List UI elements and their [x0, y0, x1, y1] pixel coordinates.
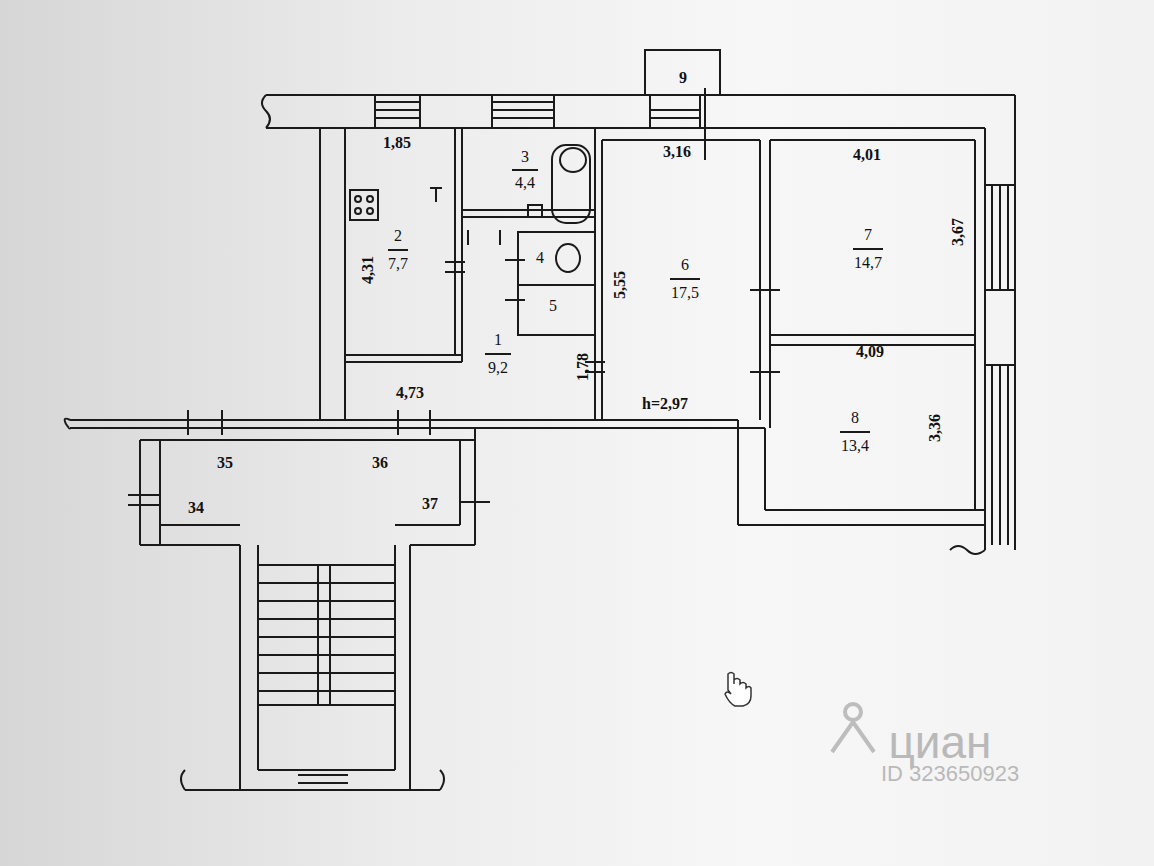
dimension-label: 13,4	[841, 438, 869, 454]
dimension-label: 2	[394, 228, 402, 244]
dimension-label: 4,01	[853, 147, 881, 163]
dimension-label: 3,67	[950, 218, 966, 246]
dimension-label: 37	[422, 496, 438, 512]
dimension-label: h=2,97	[642, 396, 688, 412]
dimension-label: 3,16	[663, 144, 691, 160]
watermark: циан	[888, 719, 991, 765]
dimension-label: 35	[217, 455, 233, 471]
dimension-label: 3	[521, 149, 529, 165]
hand-cursor	[725, 673, 751, 707]
dimension-label: 7,7	[388, 256, 408, 272]
dimension-label: 9	[679, 70, 687, 86]
watermark-logo	[832, 704, 874, 752]
dimension-label: 3,36	[927, 414, 943, 442]
dimension-label: 1	[494, 332, 502, 348]
dimension-label: 5	[549, 298, 557, 314]
dimension-label: 5,55	[612, 271, 628, 299]
dimension-label: 14,7	[854, 255, 882, 271]
dimension-label: 4,09	[856, 344, 884, 360]
dimension-label: 6	[681, 257, 689, 273]
dimension-label: 17,5	[671, 285, 699, 301]
dimension-label: 4,73	[396, 385, 424, 401]
walls	[65, 50, 1015, 790]
dimension-label: 8	[851, 410, 859, 426]
dimension-label: 9,2	[488, 360, 508, 376]
dimension-label: 4	[536, 250, 544, 266]
dimension-label: 34	[188, 500, 204, 516]
watermark: ID 323650923	[881, 763, 1019, 785]
dimension-label: 36	[372, 455, 388, 471]
dimension-label: 1,85	[383, 135, 411, 151]
dimension-label: 4,31	[360, 256, 376, 284]
dimension-label: 7	[864, 227, 872, 243]
dimension-label: 1,78	[575, 353, 591, 381]
dimension-label: 4,4	[515, 175, 535, 191]
